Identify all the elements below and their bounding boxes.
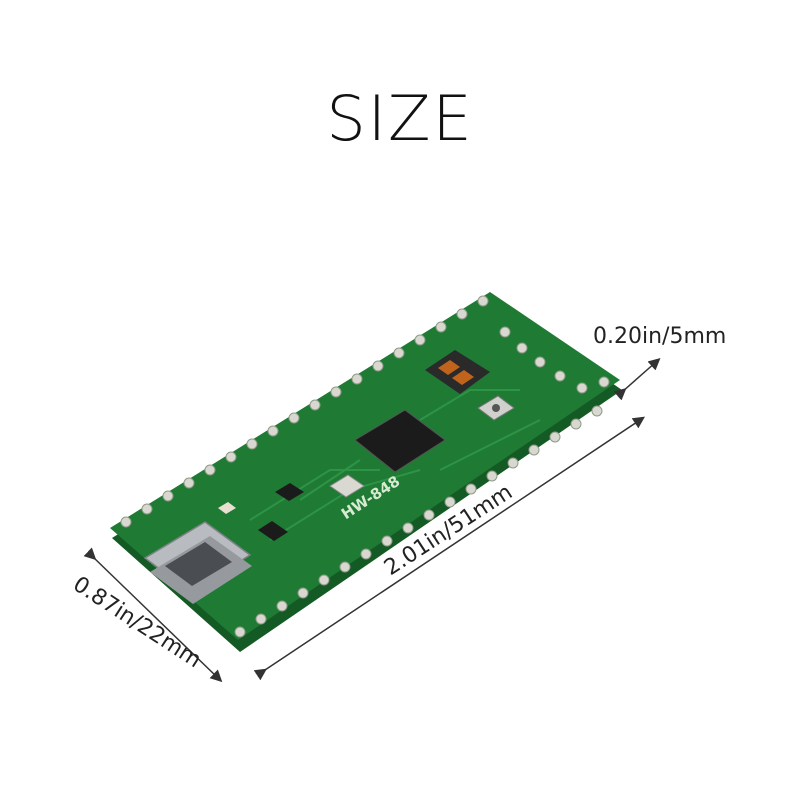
thickness-dimension-label: 0.20in/5mm [593, 324, 727, 349]
dip-switch-lever [438, 360, 460, 375]
dip-switch-lever [452, 370, 474, 385]
right-pin-column [499, 326, 610, 394]
length-arrow [253, 416, 645, 681]
page-title: SIZE [326, 82, 474, 155]
led-d1 [218, 502, 236, 514]
width-arrow [83, 547, 223, 683]
thickness-arrow [613, 358, 661, 401]
reset-button-cap [492, 404, 500, 412]
dip-switch [425, 350, 490, 394]
top-pin-row [120, 295, 489, 528]
